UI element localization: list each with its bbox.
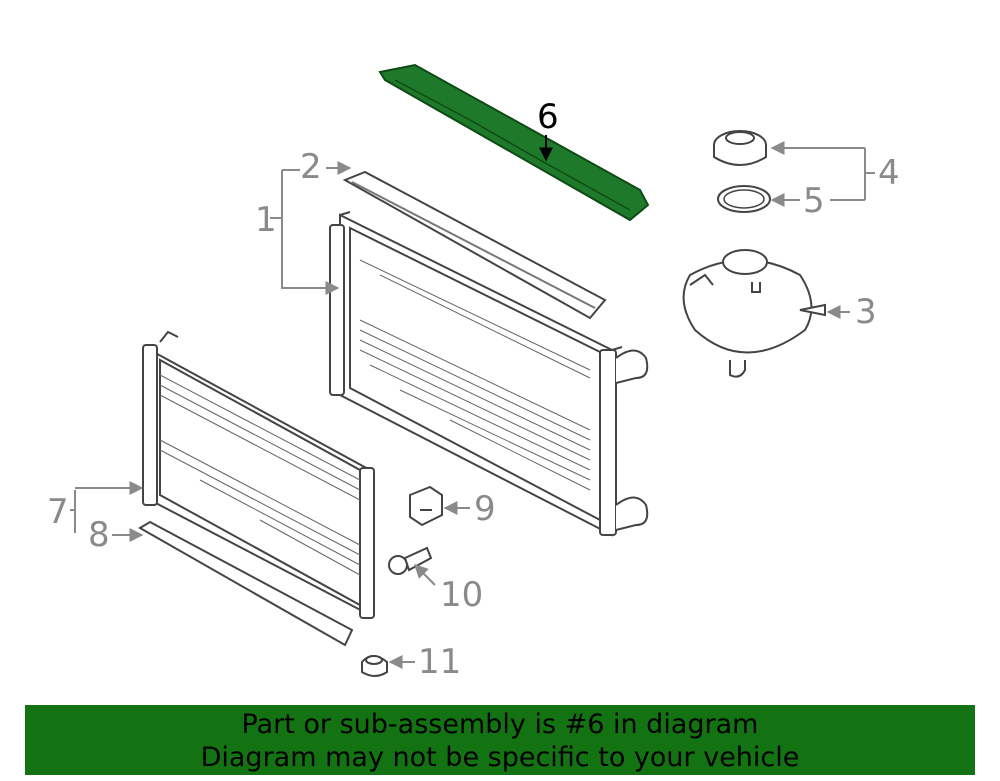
grommet bbox=[361, 655, 388, 677]
callout-6: 6 bbox=[537, 97, 559, 137]
radiator-large bbox=[329, 211, 649, 537]
banner-line-2: Diagram may not be specific to your vehi… bbox=[200, 742, 800, 773]
seal-strip bbox=[342, 170, 607, 320]
callout-10: 10 bbox=[440, 575, 484, 615]
seal-ring bbox=[717, 185, 771, 213]
callout-3: 3 bbox=[855, 292, 877, 332]
reservoir-cap bbox=[713, 130, 767, 166]
lower-seal-strip bbox=[138, 520, 354, 647]
expansion-tank bbox=[682, 249, 826, 378]
callout-4: 4 bbox=[878, 153, 900, 193]
callout-7: 7 bbox=[47, 492, 69, 532]
push-clip bbox=[388, 546, 433, 575]
condenser bbox=[142, 330, 375, 619]
callout-11: 11 bbox=[418, 642, 462, 682]
callout-1: 1 bbox=[255, 200, 277, 240]
air-guide-highlighted bbox=[378, 63, 650, 222]
info-banner: Part or sub-assembly is #6 in diagram Di… bbox=[25, 705, 975, 775]
callout-8: 8 bbox=[88, 515, 110, 555]
leader-lines bbox=[70, 141, 875, 669]
parts-diagram bbox=[70, 63, 875, 677]
callout-5: 5 bbox=[803, 181, 825, 221]
callout-2: 2 bbox=[300, 147, 322, 187]
banner-line-1: Part or sub-assembly is #6 in diagram bbox=[241, 709, 759, 740]
bracket bbox=[409, 485, 443, 527]
callout-9: 9 bbox=[474, 489, 496, 529]
